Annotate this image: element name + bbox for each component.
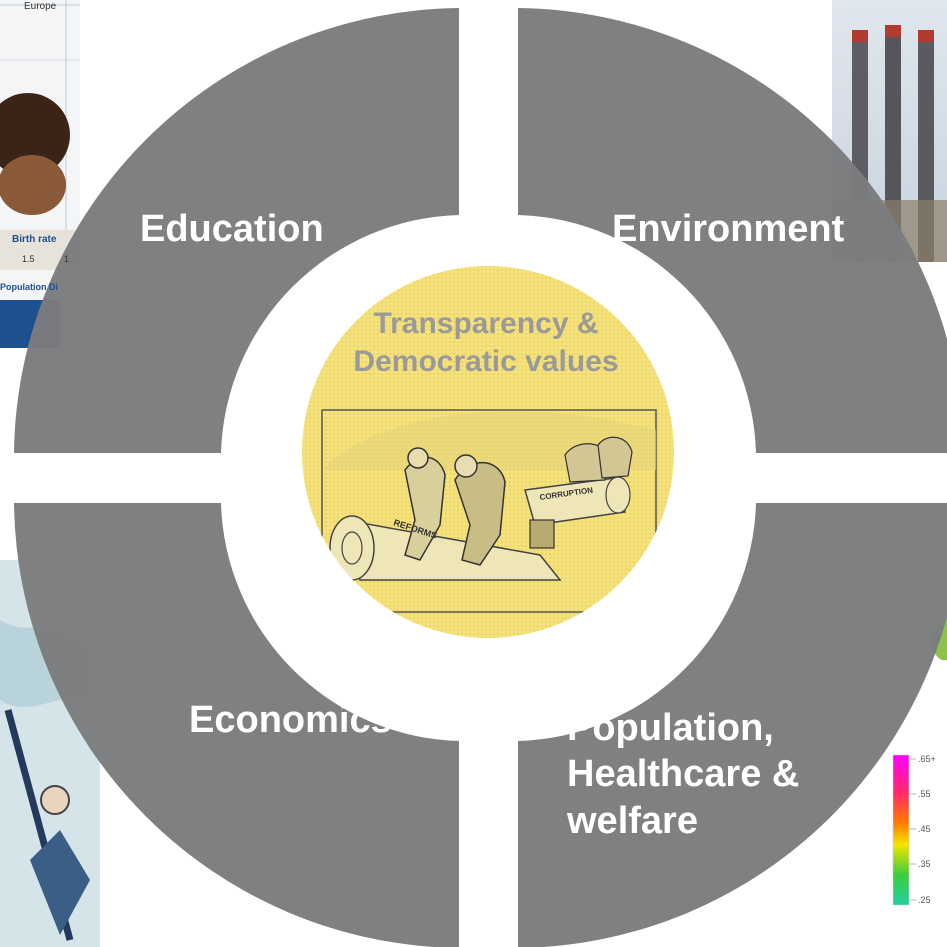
population-label-line-1: Population,	[567, 707, 774, 749]
economics-label: Economics	[189, 699, 392, 741]
population-label-line-2: Healthcare &	[567, 753, 800, 796]
chart-tick-2: 1	[64, 254, 69, 264]
heat-tick-1: .65+	[918, 754, 936, 764]
population-label-line-3: welfare	[567, 799, 698, 842]
center-label-line-2: Democratic values	[353, 344, 619, 378]
heat-scale-bar	[893, 755, 909, 905]
quadrants	[14, 8, 947, 947]
quadrant-population[interactable]	[518, 503, 947, 947]
center-label-line-1: Transparency &	[373, 307, 599, 340]
population-label: Population, Healthcare & welfare	[567, 705, 799, 844]
chart-axis-title: Birth rate	[12, 234, 57, 245]
quadrant-environment[interactable]	[518, 8, 947, 453]
chart-legend-europe: Europe	[24, 1, 57, 12]
quadrant-economics[interactable]	[14, 503, 459, 947]
environment-label: Environment	[612, 208, 845, 250]
chart-caption: Population Di	[0, 282, 58, 292]
heat-tick-4: .35	[918, 859, 931, 869]
chart-tick-1: 1.5	[22, 254, 35, 264]
education-label: Education	[140, 208, 324, 250]
quadrant-education[interactable]	[14, 8, 459, 453]
center-label: Transparency & Democratic values	[300, 305, 672, 380]
center-circle: REFORMS CORRUPTION	[302, 266, 674, 638]
heat-tick-2: .55	[918, 789, 931, 799]
top-left-chart-image	[0, 0, 80, 348]
heat-tick-5: .25	[918, 895, 931, 905]
heat-tick-3: .45	[918, 824, 931, 834]
reforms-cartoon: REFORMS CORRUPTION	[321, 409, 657, 613]
